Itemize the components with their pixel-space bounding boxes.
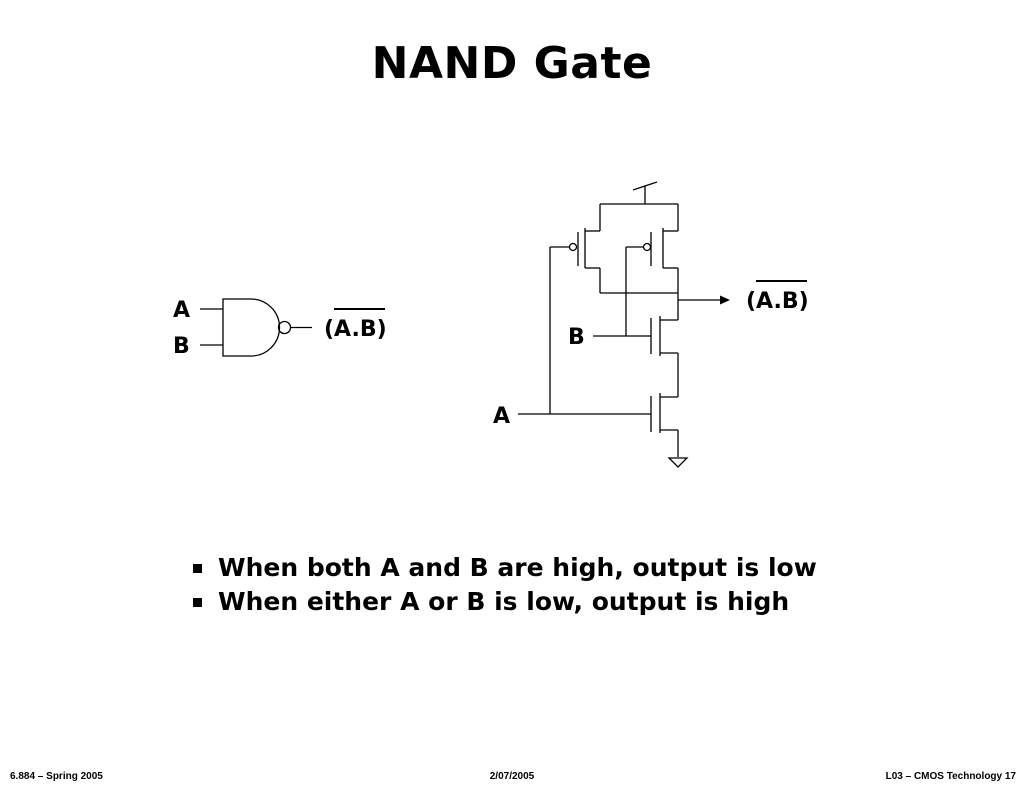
pmos-transistor-b <box>642 204 679 269</box>
cmos-nand-circuit <box>518 181 730 468</box>
circuit-label-a: A <box>493 404 510 429</box>
bullet-square-icon <box>193 563 202 573</box>
footer-date: 2/07/2005 <box>489 771 535 782</box>
output-arrow-icon <box>720 295 730 305</box>
gate-label-b: B <box>173 334 190 359</box>
nmos-transistor-b <box>650 316 679 397</box>
slide-title: NAND Gate <box>371 38 653 89</box>
footer-course: 6.884 – Spring 2005 <box>10 771 103 782</box>
nmos-transistor-a <box>650 393 679 457</box>
circuit-output-label: (A.B) <box>746 289 809 314</box>
footer-lecture: L03 – CMOS Technology 17 <box>885 771 1016 782</box>
inverter-bubble <box>277 320 292 335</box>
bullet-square-icon <box>193 597 202 607</box>
bullet-item: When both A and B are high, output is lo… <box>190 551 817 585</box>
ground-icon <box>667 457 689 468</box>
bullet-text: When both A and B are high, output is lo… <box>218 553 817 582</box>
circuit-label-b: B <box>568 325 585 350</box>
bullet-text: When either A or B is low, output is hig… <box>218 587 790 616</box>
nand-gate-symbol <box>200 298 312 357</box>
gate-output-label: (A.B) <box>324 317 387 342</box>
bullet-list: When both A and B are high, output is lo… <box>190 551 817 619</box>
gate-label-a: A <box>173 298 190 323</box>
bullet-item: When either A or B is low, output is hig… <box>190 585 817 619</box>
nand-gate-body <box>222 298 281 357</box>
pmos-transistor-a <box>568 204 601 293</box>
